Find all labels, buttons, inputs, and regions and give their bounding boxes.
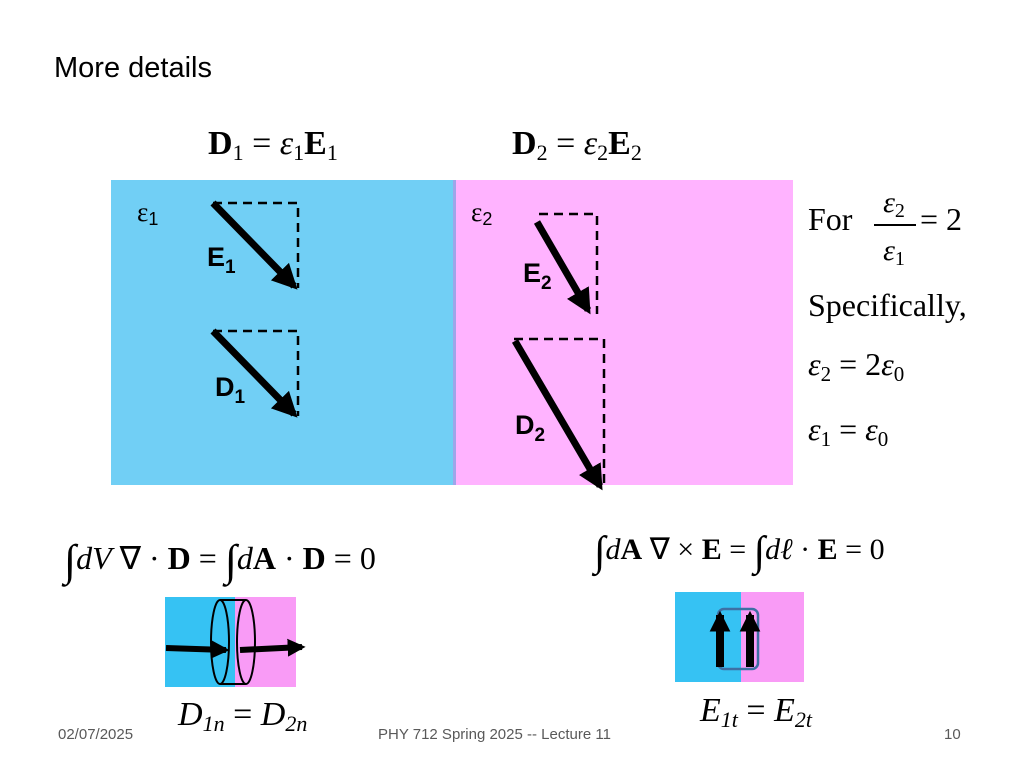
interface-line: [453, 180, 456, 485]
e1-vector: [210, 200, 300, 290]
e1-label: E1: [207, 242, 236, 278]
ratio-value: = 2: [920, 201, 963, 237]
ratio-denominator: ε1: [883, 234, 905, 270]
epsilon1-label: ε1: [137, 197, 159, 229]
loop-diagram: [675, 592, 804, 682]
for-text: For: [808, 201, 853, 237]
e2-label: E2: [523, 258, 552, 294]
epsilon1-value: ε1 = ε0: [808, 411, 889, 451]
pillbox-diagram: [165, 597, 306, 687]
epsilon2-label: ε2: [471, 197, 493, 229]
stokes-equation: ∫dA ∇ × E = ∫dℓ · E = 0: [594, 529, 885, 575]
d2-vector: [511, 337, 606, 491]
epsilon2-value: ε2 = 2ε0: [808, 346, 905, 386]
tangential-e-continuity: E1t = E2t: [700, 692, 812, 732]
e2-vector: [533, 212, 599, 315]
region-epsilon1: [111, 180, 454, 485]
ratio-fraction-bar: [874, 224, 916, 226]
d1-vector: [210, 328, 300, 418]
region-epsilon2: [456, 180, 793, 485]
slide-title: More details: [54, 52, 212, 84]
ratio-numerator: ε2: [883, 186, 905, 222]
footer-lecture: PHY 712 Spring 2025 -- Lecture 11: [378, 726, 611, 743]
equation-d2-e2: D2 = ε2E2: [512, 125, 642, 165]
specifically-text: Specifically,: [808, 287, 967, 323]
footer-date: 02/07/2025: [58, 726, 134, 743]
normal-d-continuity: D1n = D2n: [178, 696, 308, 736]
d1-label: D1: [215, 372, 246, 408]
gauss-law-equation: ∫dV ∇ · D = ∫dA · D = 0: [64, 536, 376, 585]
equation-d1-e1: D1 = ε1E1: [208, 125, 338, 165]
page-number: 10: [944, 726, 961, 743]
d2-label: D2: [515, 410, 546, 446]
